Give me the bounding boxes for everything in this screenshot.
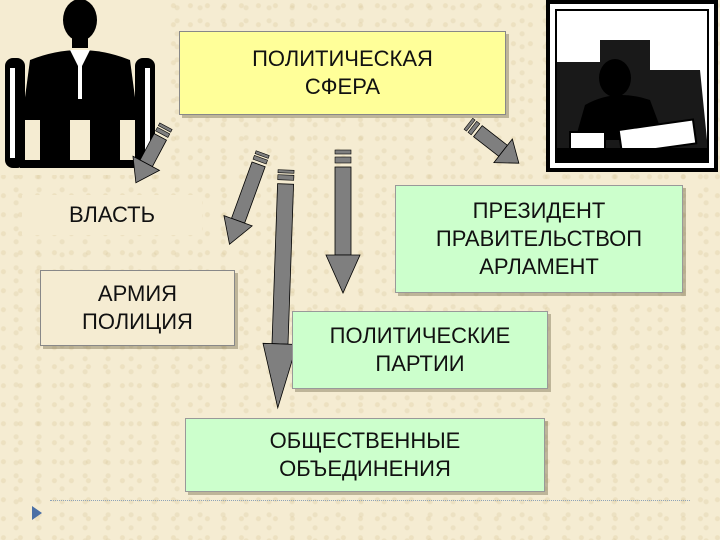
political-sphere-box: ПОЛИТИЧЕСКАЯ СФЕРА bbox=[179, 31, 506, 115]
political-parties-line-2: ПАРТИИ bbox=[375, 351, 465, 376]
army-police-line-1: АРМИЯ bbox=[97, 280, 178, 306]
businessman-at-desk-icon bbox=[0, 0, 160, 175]
footer-divider bbox=[50, 500, 690, 501]
public-associations-line-2: ОБЪЕДИНЕНИЯ bbox=[279, 456, 451, 481]
arrow-sphere-to-army bbox=[223, 150, 270, 246]
arrow-sphere-to-power bbox=[132, 122, 173, 184]
arrow-sphere-to-parties bbox=[325, 149, 361, 294]
slide-bullet-icon bbox=[32, 506, 42, 520]
government-line-3: АРЛАМЕНТ bbox=[479, 254, 599, 280]
political-parties-line-1: ПОЛИТИЧЕСКИЕ bbox=[329, 322, 511, 348]
government-box: ПРЕЗИДЕНТ ПРАВИТЕЛЬСТВОП АРЛАМЕНТ bbox=[395, 185, 683, 293]
arrow-sphere-to-unions bbox=[262, 169, 298, 410]
power-label: ВЛАСТЬ bbox=[68, 201, 156, 227]
army-police-box: АРМИЯ ПОЛИЦИЯ bbox=[40, 270, 235, 346]
power-box: ВЛАСТЬ bbox=[22, 195, 202, 235]
political-sphere-line-1: ПОЛИТИЧЕСКАЯ bbox=[252, 45, 433, 71]
government-line-2: ПРАВИТЕЛЬСТВОП bbox=[435, 225, 643, 251]
public-associations-line-1: ОБЩЕСТВЕННЫЕ bbox=[269, 427, 461, 453]
government-line-1: ПРЕЗИДЕНТ bbox=[472, 197, 606, 223]
political-parties-box: ПОЛИТИЧЕСКИЕ ПАРТИИ bbox=[292, 311, 548, 389]
man-on-phone-icon bbox=[546, 0, 718, 172]
arrow-sphere-to-gov bbox=[463, 117, 520, 164]
public-associations-box: ОБЩЕСТВЕННЫЕ ОБЪЕДИНЕНИЯ bbox=[185, 418, 545, 492]
political-sphere-line-2: СФЕРА bbox=[304, 74, 381, 99]
army-police-line-2: ПОЛИЦИЯ bbox=[82, 309, 193, 334]
